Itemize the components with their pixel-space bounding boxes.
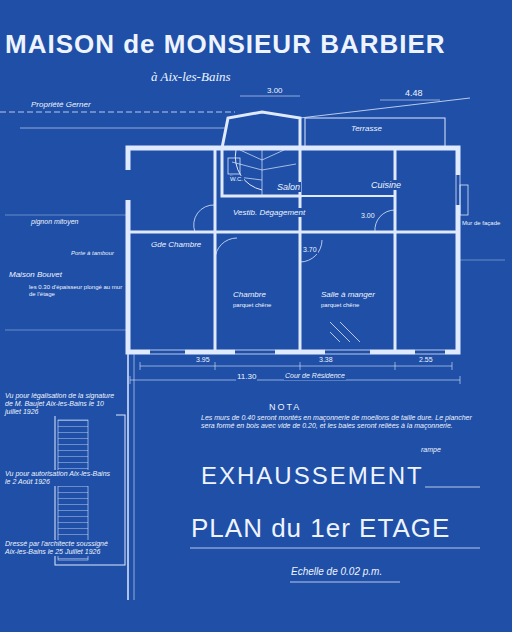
plan-label: Echelle de 0.02 p.m. [290, 566, 383, 578]
plan-label: 3.38 [318, 356, 334, 364]
plan-label: Vu pour légalisation de la signature de … [4, 392, 116, 416]
plan-label: Salle à manger [320, 290, 376, 299]
plan-label: Porte à tambour [70, 250, 115, 257]
plan-title: MAISON de MONSIEUR BARBIER [4, 30, 447, 60]
plan-label: W.C. [229, 176, 244, 183]
plan-label: Cour de Résidence [284, 372, 346, 380]
plan-label: NOTA [268, 402, 302, 412]
plan-label: Cuisine [370, 180, 402, 190]
plan-label: Chambre [232, 290, 267, 299]
plan-label: Propriété Gerner [30, 100, 92, 109]
plan-label: 11.30 [236, 372, 257, 381]
plan-label: Vestib. Dégagement [232, 208, 306, 217]
plan-label: Terrasse [350, 124, 383, 133]
plan-label: 3.70 [302, 246, 318, 254]
plan-label: Gde Chambre [150, 240, 202, 249]
plan-label: parquet chêne [320, 302, 360, 309]
plan-label: 4.48 [404, 88, 424, 98]
plan-label: 3.00 [266, 86, 284, 95]
plan-label: pignon mitoyen [30, 218, 79, 226]
plan-label: 3.00 [360, 212, 376, 220]
plan-label: Les murs de 0.40 seront montés en maçonn… [200, 414, 477, 430]
plan-label: les 0.30 d'épaisseur plongé au mur de l'… [28, 284, 125, 298]
plan-label: PLAN du 1er ETAGE [190, 514, 451, 544]
plan-label: Dressé par l'architecte soussigné Aix-le… [4, 540, 121, 556]
plan-label: 2.55 [418, 356, 434, 364]
plan-label: EXHAUSSEMENT [200, 462, 425, 490]
plan-label: Salon [276, 182, 301, 192]
plan-label: 3.95 [195, 356, 211, 364]
plan-label: Maison Bouvet [8, 270, 63, 279]
plan-label: Vu pour autorisation Aix-les-Bains le 2 … [4, 470, 116, 486]
plan-label: rampe [420, 446, 442, 454]
plan-label: à Aix-les-Bains [150, 70, 232, 85]
plan-label: Mur de façade [461, 220, 508, 227]
plan-label: parquet chêne [232, 302, 272, 309]
